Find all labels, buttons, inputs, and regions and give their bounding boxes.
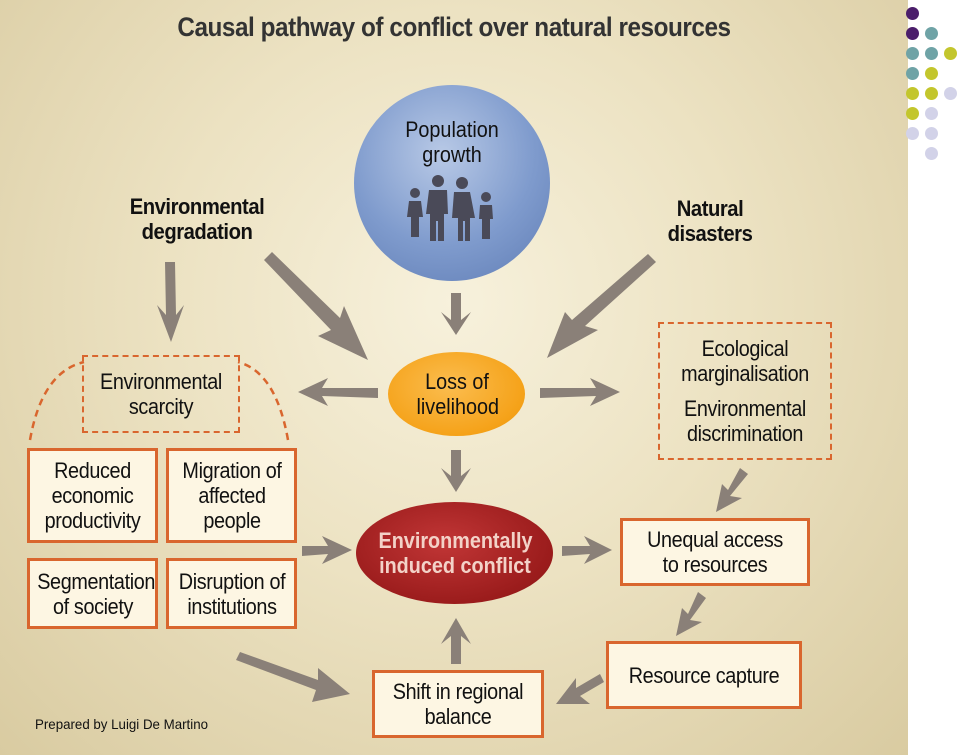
diagram-title: Causal pathway of conflict over natural …	[177, 12, 731, 42]
shift-in-regional-balance-label: Shift in regional balance	[392, 679, 524, 729]
dot	[925, 107, 938, 120]
arrow-degradation-scarcity	[157, 262, 184, 342]
dot	[925, 67, 938, 80]
dot	[925, 27, 938, 40]
resource-capture-label: Resource capture	[628, 662, 780, 688]
reduced-economic-productivity-box: Reduced economic productivity	[27, 448, 158, 543]
environmentally-induced-conflict-label: Environmentally induced conflict	[378, 528, 533, 578]
arrow-loss-right	[540, 378, 620, 406]
credit-text: Prepared by Luigi De Martino	[35, 716, 209, 732]
arrow-shift-conflict	[441, 618, 471, 664]
dot	[906, 127, 919, 140]
dot	[925, 127, 938, 140]
family-icon	[407, 175, 493, 241]
shift-in-regional-balance-box: Shift in regional balance	[372, 670, 544, 738]
dot	[906, 47, 919, 60]
arrow-left-boxes-conflict	[302, 536, 352, 564]
dot	[906, 87, 919, 100]
resource-capture-box: Resource capture	[606, 641, 802, 709]
unequal-access-label: Unequal access to resources	[647, 527, 783, 577]
arrow-loss-left	[298, 378, 378, 406]
dot	[906, 27, 919, 40]
dot	[906, 7, 919, 20]
ecological-box: Ecological marginalisation Environmental…	[658, 322, 832, 460]
disruption-box: Disruption of institutions	[166, 558, 297, 629]
population-growth-node: Population growth	[354, 85, 550, 281]
dot	[925, 87, 938, 100]
dot	[906, 67, 919, 80]
loss-of-livelihood-label: Loss of livelihood	[416, 369, 499, 419]
environmental-degradation-label: Environmental degradation	[129, 194, 265, 244]
dot	[944, 87, 957, 100]
environmentally-induced-conflict-node: Environmentally induced conflict	[356, 502, 553, 604]
arrow-capture-shift	[556, 674, 604, 704]
environmental-discrimination-label: Environmental discrimination	[684, 396, 806, 446]
dashed-arc-left	[28, 360, 85, 441]
arrow-conflict-unequal	[562, 536, 612, 564]
dot	[925, 47, 938, 60]
reduced-economic-productivity-label: Reduced economic productivity	[44, 458, 141, 533]
unequal-access-box: Unequal access to resources	[620, 518, 810, 586]
arrows-layer	[28, 252, 748, 704]
arrow-ecological-unequal	[716, 468, 748, 512]
loss-of-livelihood-node: Loss of livelihood	[388, 352, 525, 436]
arrow-degradation-loss	[264, 252, 368, 360]
population-growth-label: Population growth	[405, 117, 499, 167]
arrow-bottomleft-shift	[236, 652, 350, 702]
natural-disasters-label: Natural disasters	[667, 196, 753, 246]
dot	[925, 147, 938, 160]
diagram-canvas: Causal pathway of conflict over natural …	[0, 0, 908, 755]
segmentation-box: Segmentation of society	[27, 558, 158, 629]
dot	[944, 47, 957, 60]
arrow-loss-conflict	[441, 450, 471, 492]
dot	[906, 107, 919, 120]
arrow-unequal-capture	[676, 592, 706, 636]
migration-box: Migration of affected people	[166, 448, 297, 543]
migration-label: Migration of affected people	[181, 458, 282, 533]
segmentation-label: Segmentation of society	[36, 568, 155, 619]
ecological-marginalisation-label: Ecological marginalisation	[681, 336, 809, 386]
disruption-label: Disruption of institutions	[178, 568, 285, 619]
arrow-population-loss	[441, 293, 471, 335]
dashed-arc-right	[237, 360, 290, 441]
arrow-disasters-loss	[547, 254, 656, 358]
environmental-scarcity-label: Environmental scarcity	[100, 369, 222, 419]
environmental-scarcity-box: Environmental scarcity	[82, 355, 240, 433]
